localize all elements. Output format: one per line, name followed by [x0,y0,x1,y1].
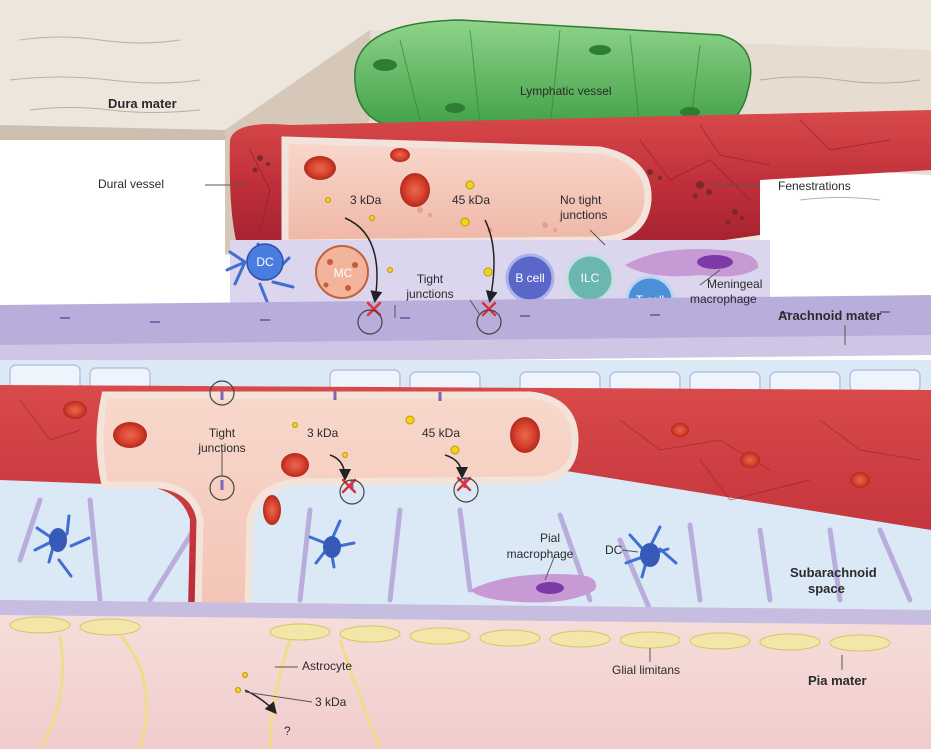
no-tight-junctions-line2: junctions [559,208,607,222]
tight-junctions-left-line1: Tight [209,426,236,440]
pial-macrophage-line2: macrophage [507,547,574,561]
question-mark-label: ? [284,724,291,738]
meningeal-macrophage-line2: macrophage [690,292,757,306]
ilc-cell-label: ILC [581,271,600,285]
arachnoid-mater-label: Arachnoid mater [778,308,881,323]
lymphatic-vessel-label: Lymphatic vessel [520,84,612,98]
meningeal-macrophage-line1: Meningeal [707,277,762,291]
ilc-cell: ILC [567,255,613,301]
lymphatic-vessel [355,20,751,132]
dural-vessel-label: Dural vessel [98,177,164,191]
fenestrations-label: Fenestrations [778,179,851,193]
b-cell-label: B cell [515,271,544,285]
glial-limitans-label: Glial limitans [612,663,680,677]
subarachnoid-space-line2: space [808,581,845,596]
dc-subarachnoid-label: DC [605,543,623,557]
kda-3-bottom-label: 3 kDa [315,695,347,709]
pial-macrophage-line1: Pial [540,531,560,545]
pia-mater-layer [0,600,931,749]
kda-45-pial-label: 45 kDa [422,426,460,440]
pia-mater-label: Pia mater [808,673,867,688]
astrocyte-label: Astrocyte [302,659,352,673]
tight-junctions-top-line2: junctions [405,287,453,301]
tight-junctions-left-line2: junctions [197,441,245,455]
subarachnoid-space-line1: Subarachnoid [790,565,877,580]
no-tight-junctions-line1: No tight [560,193,602,207]
kda-3-pial-label: 3 kDa [307,426,339,440]
dc-cell-label: DC [256,255,274,269]
arachnoid-mater-layer [0,295,931,365]
kda-3-dural-label: 3 kDa [350,193,382,207]
mc-cell-label: MC [334,266,353,280]
tight-junctions-top-line1: Tight [417,272,444,286]
dura-mater-label: Dura mater [108,96,177,111]
kda-45-dural-label: 45 kDa [452,193,490,207]
b-cell: B cell [507,255,553,301]
mc-cell: MC [316,246,368,298]
